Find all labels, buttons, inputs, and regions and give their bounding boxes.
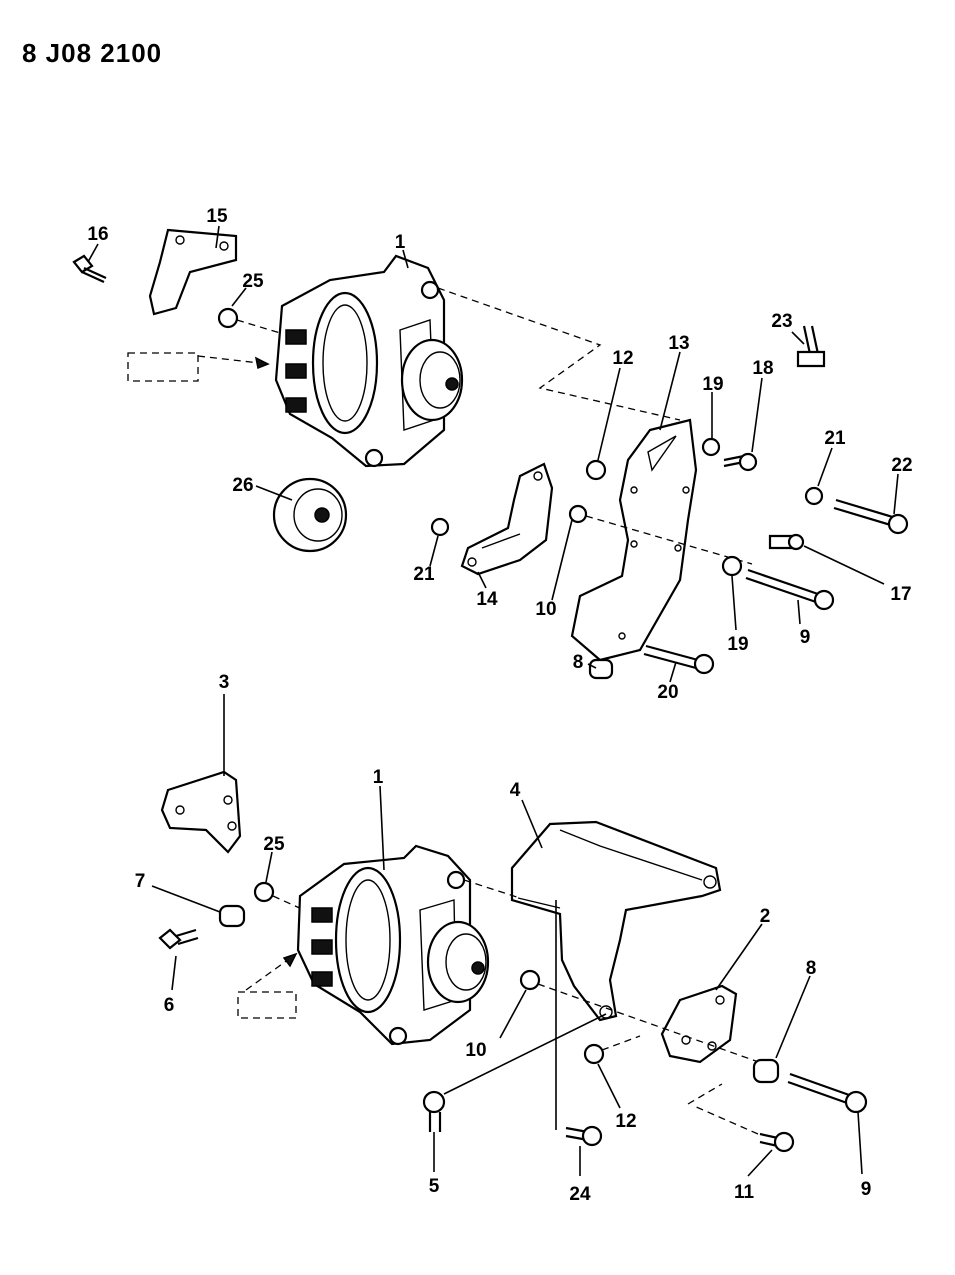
washer-19-bottom [721,555,743,577]
callout-2: 2 [760,906,771,927]
callout-21-right: 21 [824,428,846,449]
washer-19-top [701,437,721,457]
callout-19-bottom: 19 [727,634,748,655]
callout-10-top: 10 [535,599,556,620]
callout-7: 7 [135,871,146,892]
reference-arrowhead-top [254,356,270,370]
washer-21-right [804,486,824,506]
bolt-6 [158,928,199,950]
washer-10-bottom [519,969,541,991]
callout-22: 22 [891,455,912,476]
callout-4: 4 [510,780,521,801]
spacer-8-bottom [752,1058,780,1084]
bolt-24 [565,1125,603,1147]
washer-21-left [430,517,450,537]
bolt-18 [723,452,758,472]
callout-10-bottom: 10 [465,1040,486,1061]
nut-25-bottom [253,881,275,903]
bolt-16 [72,254,107,284]
callout-labels: 1 15 16 25 26 13 12 19 18 23 21 22 21 14… [87,206,912,1205]
bracket-13 [570,418,698,662]
callout-6: 6 [164,995,175,1016]
callout-14: 14 [476,589,498,610]
callout-9-bottom: 9 [861,1179,872,1200]
bolt-9-bottom [787,1072,868,1114]
callout-25-bottom: 25 [263,834,285,855]
bracket-3 [160,770,242,854]
bolt-11 [759,1131,795,1153]
alternator-top [274,254,464,468]
callout-12-top: 12 [612,348,633,369]
top-assembly [72,225,909,683]
callout-16: 16 [87,224,108,245]
reference-box-top [127,352,199,382]
callout-8-top: 8 [573,652,584,673]
callout-5: 5 [429,1176,440,1197]
callout-8-bottom: 8 [806,958,817,979]
callout-3: 3 [219,672,230,693]
bolt-23 [796,325,826,368]
bolt-5 [422,1090,446,1132]
reference-box-bottom [237,991,297,1019]
bolt-9-top [745,568,835,611]
reference-arrowhead-bottom [282,952,298,968]
alternator-bottom [296,844,490,1046]
bracket-15 [148,228,238,316]
bracket-2 [660,984,738,1064]
callout-15: 15 [206,206,228,227]
nut-12-bottom [583,1043,605,1065]
bolt-20 [643,644,715,675]
callout-1-top: 1 [395,232,406,253]
pulley-26 [272,477,348,553]
callout-18: 18 [752,358,773,379]
callout-19-top: 19 [702,374,723,395]
callout-23: 23 [771,311,792,332]
callout-24: 24 [569,1184,591,1205]
bracket-4 [510,820,722,1022]
callout-21-left: 21 [413,564,435,585]
spacer-7 [218,904,246,928]
callout-11: 11 [734,1182,755,1203]
page-code: 8 J08 2100 [22,38,163,68]
callout-1-bottom: 1 [373,767,384,788]
callout-25-top: 25 [242,271,264,292]
callout-12-bottom: 12 [615,1111,636,1132]
callout-26: 26 [232,475,253,496]
callout-13: 13 [668,333,689,354]
nut-25-top [217,307,239,329]
callout-17: 17 [890,584,911,605]
callout-20: 20 [657,682,678,703]
bottom-assembly [151,694,868,1177]
stud-17 [768,533,805,551]
washer-10-top [568,504,588,524]
callout-9-top: 9 [800,627,811,648]
spacer-8-top [588,658,614,680]
nut-12-top [585,459,607,481]
bolt-22 [833,498,909,535]
